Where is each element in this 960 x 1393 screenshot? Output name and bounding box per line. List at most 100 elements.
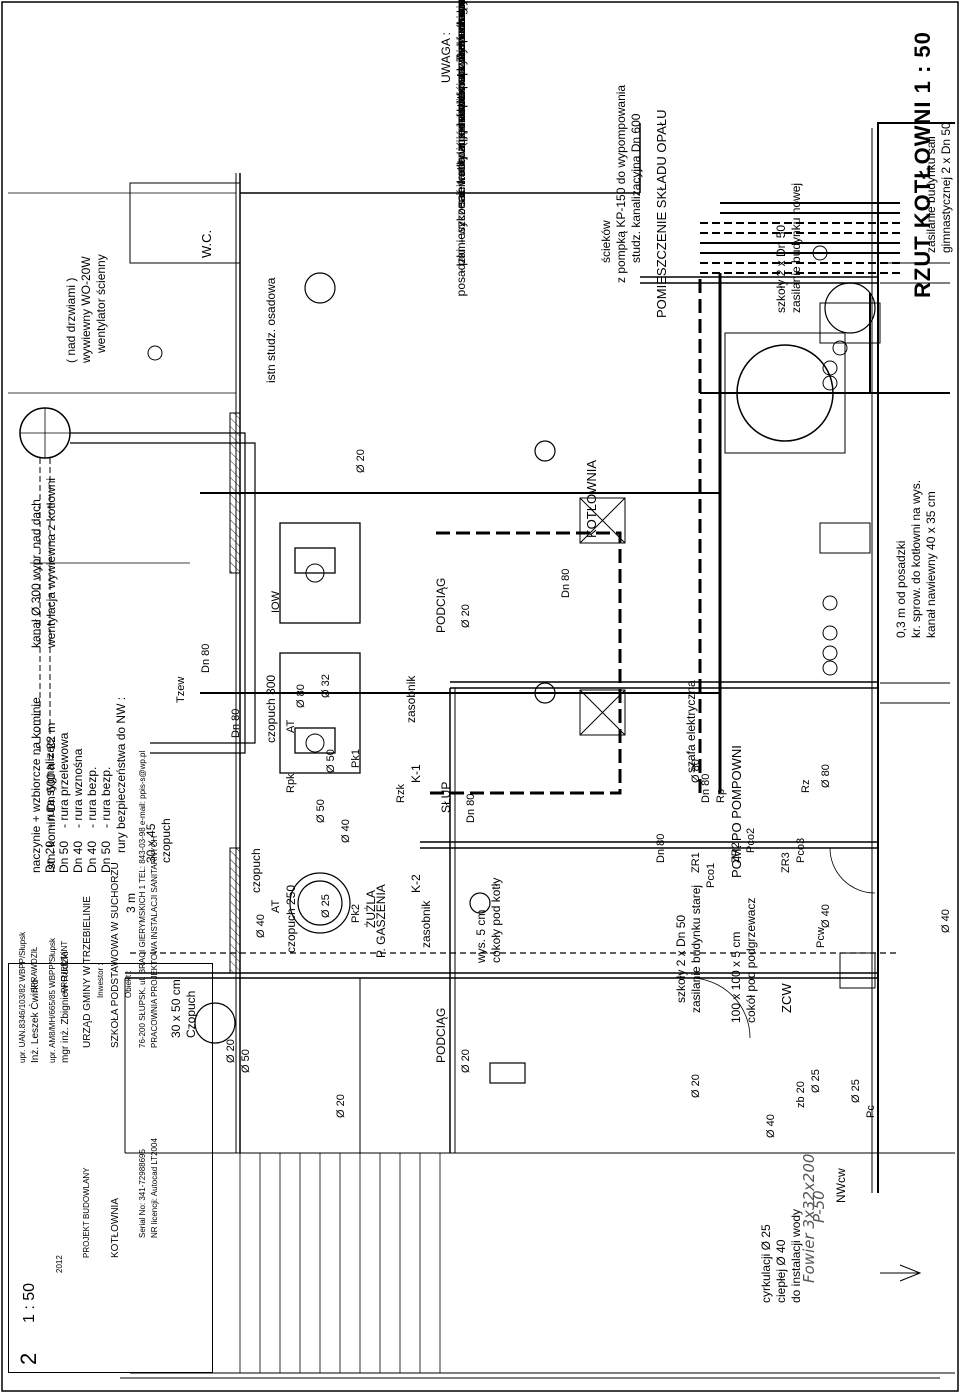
note-air-duct-3: 0,3 m od posadzki <box>894 540 908 638</box>
note-flue-small-1: czopuch <box>159 818 173 863</box>
tb-object-label: Obiekt : <box>124 970 133 998</box>
dim-d80-1: Ø 80 <box>295 684 307 708</box>
dim-d80-3: Ø 80 <box>820 764 832 788</box>
note-boiler-plinths-1: cokoły pod kotły <box>489 877 503 963</box>
tag-zr1: ZR1 <box>690 852 702 873</box>
note-gym-supply-2: gimnastycznej 2 x Dn 50 <box>939 122 953 253</box>
room-label-boiler: KOTŁOWNIA <box>584 459 599 538</box>
note-heater-plinth-2: 100 x 100 x 5 cm <box>729 931 743 1023</box>
note-air-duct-1: kanał nawiewny 40 x 35 cm <box>924 491 938 638</box>
note-wall-fan-1: wentylator ścienny <box>94 254 108 353</box>
tb-drawing-name: KOTŁOWNIA <box>110 1197 121 1258</box>
tanks <box>579 497 626 736</box>
tb-year: 2012 <box>55 1255 64 1273</box>
tag-zb: zb 20 <box>795 1081 807 1108</box>
tag-pco1: Pco1 <box>705 862 717 888</box>
dim-d80-2: Ø 80 <box>690 759 702 783</box>
note-safety-4: - rura przelewowa <box>57 732 71 828</box>
note-distance-3m: 3 m <box>124 892 138 913</box>
dim-dn80-1: Dn 80 <box>560 568 572 598</box>
label-nwcw: NWcw <box>834 1168 848 1203</box>
tb-sheet-no: 2 <box>16 1352 41 1365</box>
note-old-school-1: zasilanie budynku starej <box>689 884 703 1013</box>
note-tank-2: zasobnik <box>419 900 433 948</box>
tb-company-addr: 76-200 SŁUPSK, ul. BRACI GIERYMSKICH 1 T… <box>138 750 147 1048</box>
hand-exp-vessel-2: Fowier 3x32x200 <box>800 1153 818 1283</box>
note-safety-2: - rura bezp. <box>85 766 99 828</box>
note-safety-3-dn: Dn 40 <box>71 840 85 873</box>
walls <box>8 122 955 1379</box>
note-gym-supply-1: zasilanie budynku sali <box>924 136 938 253</box>
tb-designer-reg: upr. AM8/MH/665/85 WBPP/Słupsk <box>48 938 57 1063</box>
note-draught-1: PODCIĄG <box>434 577 448 633</box>
note-safety-2-dn: Dn 40 <box>85 840 99 873</box>
dim-dn80-3: Dn 80 <box>655 833 667 863</box>
note-flue-300: czopuch 300 <box>264 674 278 743</box>
note-chimney-2: naczynie + wzbiorcze na kominie <box>29 697 43 873</box>
tag-at-2: AT <box>270 899 282 913</box>
tag-rzk: Rzk <box>395 784 407 803</box>
dim-d40-2: Ø 40 <box>255 914 267 938</box>
note-safety-3: - rura wznośna <box>71 748 85 828</box>
dim-d20-1: Ø 20 <box>355 449 367 473</box>
dim-d20-3: Ø 20 <box>460 1049 472 1073</box>
tag-rz: Rz <box>800 779 812 793</box>
tag-pk1: Pk1 <box>350 749 362 768</box>
tb-checker-reg: upr. UAN.8346/103/82 WBPP/Słupsk <box>18 931 27 1063</box>
dim-d25-2: Ø 25 <box>320 894 332 918</box>
tag-tzew: Tzew <box>175 676 187 703</box>
notes-line-7: - pomieszczenie kotłowni odnowić poprzez… <box>454 0 468 273</box>
note-exhaust-1: wentylacja wywiewna z kotłowni <box>44 477 58 648</box>
tag-pco2: Pco2 <box>745 827 757 853</box>
note-air-duct-2: kr. sprow. do kotłowni na wys. <box>909 479 923 638</box>
vents <box>194 272 556 1084</box>
note-sewer-well-1: studz. kanalizacyjna Dn 600 <box>629 113 643 263</box>
note-settling-well: istn studz. osadowa <box>264 277 278 383</box>
note-heater-plinth-1: cokół pod podgrzewacz <box>744 897 758 1023</box>
note-column: SŁUP <box>439 781 453 813</box>
dim-d50-2: Ø 50 <box>315 799 327 823</box>
tag-zr3: ZR3 <box>780 852 792 873</box>
tb-serial: Serial No: 341-72988695 <box>138 1149 147 1238</box>
tb-investor: URZĄD GMINY W TRZEBIELINIE <box>82 896 93 1048</box>
note-sewer-well-2: z pompką KP-150 do wypompowania <box>614 84 628 283</box>
tag-at-1: AT <box>285 719 297 733</box>
note-safety-4-dn: Dn 50 <box>57 840 71 873</box>
dim-dn80-6: Dn 80 <box>230 708 242 738</box>
note-safety-5-dn: Dn 20 <box>43 840 57 873</box>
tag-rp: Rp <box>715 788 727 803</box>
pumps <box>147 245 848 753</box>
note-boiler-plinths-2: wys. 5 cm <box>474 909 488 963</box>
label-zcw: ZCW <box>779 983 794 1013</box>
tag-pco3: Pco3 <box>795 837 807 863</box>
note-safety-5: - rura sygnalizac. <box>43 736 57 828</box>
dim-dn80-2: Dn 80 <box>465 793 477 823</box>
pipes <box>130 202 950 954</box>
tag-rpk: Rpk <box>285 773 297 793</box>
room-label-fuel: POMIESZCZENIE SKŁADU OPAŁU <box>654 109 669 318</box>
dim-d25-3: Ø 25 <box>810 1069 822 1093</box>
note-sewer-well-3: ścieków <box>599 220 613 263</box>
room-label-ash-2: ŻUŻLA <box>364 889 378 928</box>
note-old-school-2: szkoły 2 x Dn 50 <box>674 914 688 1003</box>
note-new-school-1: zasilanie budynku nowej <box>789 182 803 313</box>
tag-pc: Pc <box>865 1105 877 1118</box>
dim-d50-1: Ø 50 <box>325 749 337 773</box>
dim-d20-5: Ø 20 <box>225 1039 237 1063</box>
dim-d40-1: Ø 40 <box>340 819 352 843</box>
tb-object: SZKOŁA PODSTAWOWA W SUCHORZU <box>110 862 121 1048</box>
note-new-school-2: szkoły 2 x Dn 50 <box>774 224 788 313</box>
note-safety-1: - rura bezp. <box>99 766 113 828</box>
tb-investor-label: Inwestor : <box>96 963 105 998</box>
note-wall-fan-2: wywiewny WO-20W <box>79 256 93 363</box>
dim-d40-3: Ø 40 <box>940 909 952 933</box>
dim-d20-2: Ø 20 <box>460 604 472 628</box>
dim-d20-6: Ø 20 <box>335 1094 347 1118</box>
tb-checker: Inż. Leszek Ćwirko <box>30 979 41 1063</box>
dim-d40-5: Ø 40 <box>765 1114 777 1138</box>
tb-license: NR licencji: Autocad LT2004 <box>150 1138 159 1238</box>
hot-water-tank <box>724 282 876 454</box>
dim-d32: Ø 32 <box>320 674 332 698</box>
note-tank-1: zasobnik <box>404 675 418 723</box>
